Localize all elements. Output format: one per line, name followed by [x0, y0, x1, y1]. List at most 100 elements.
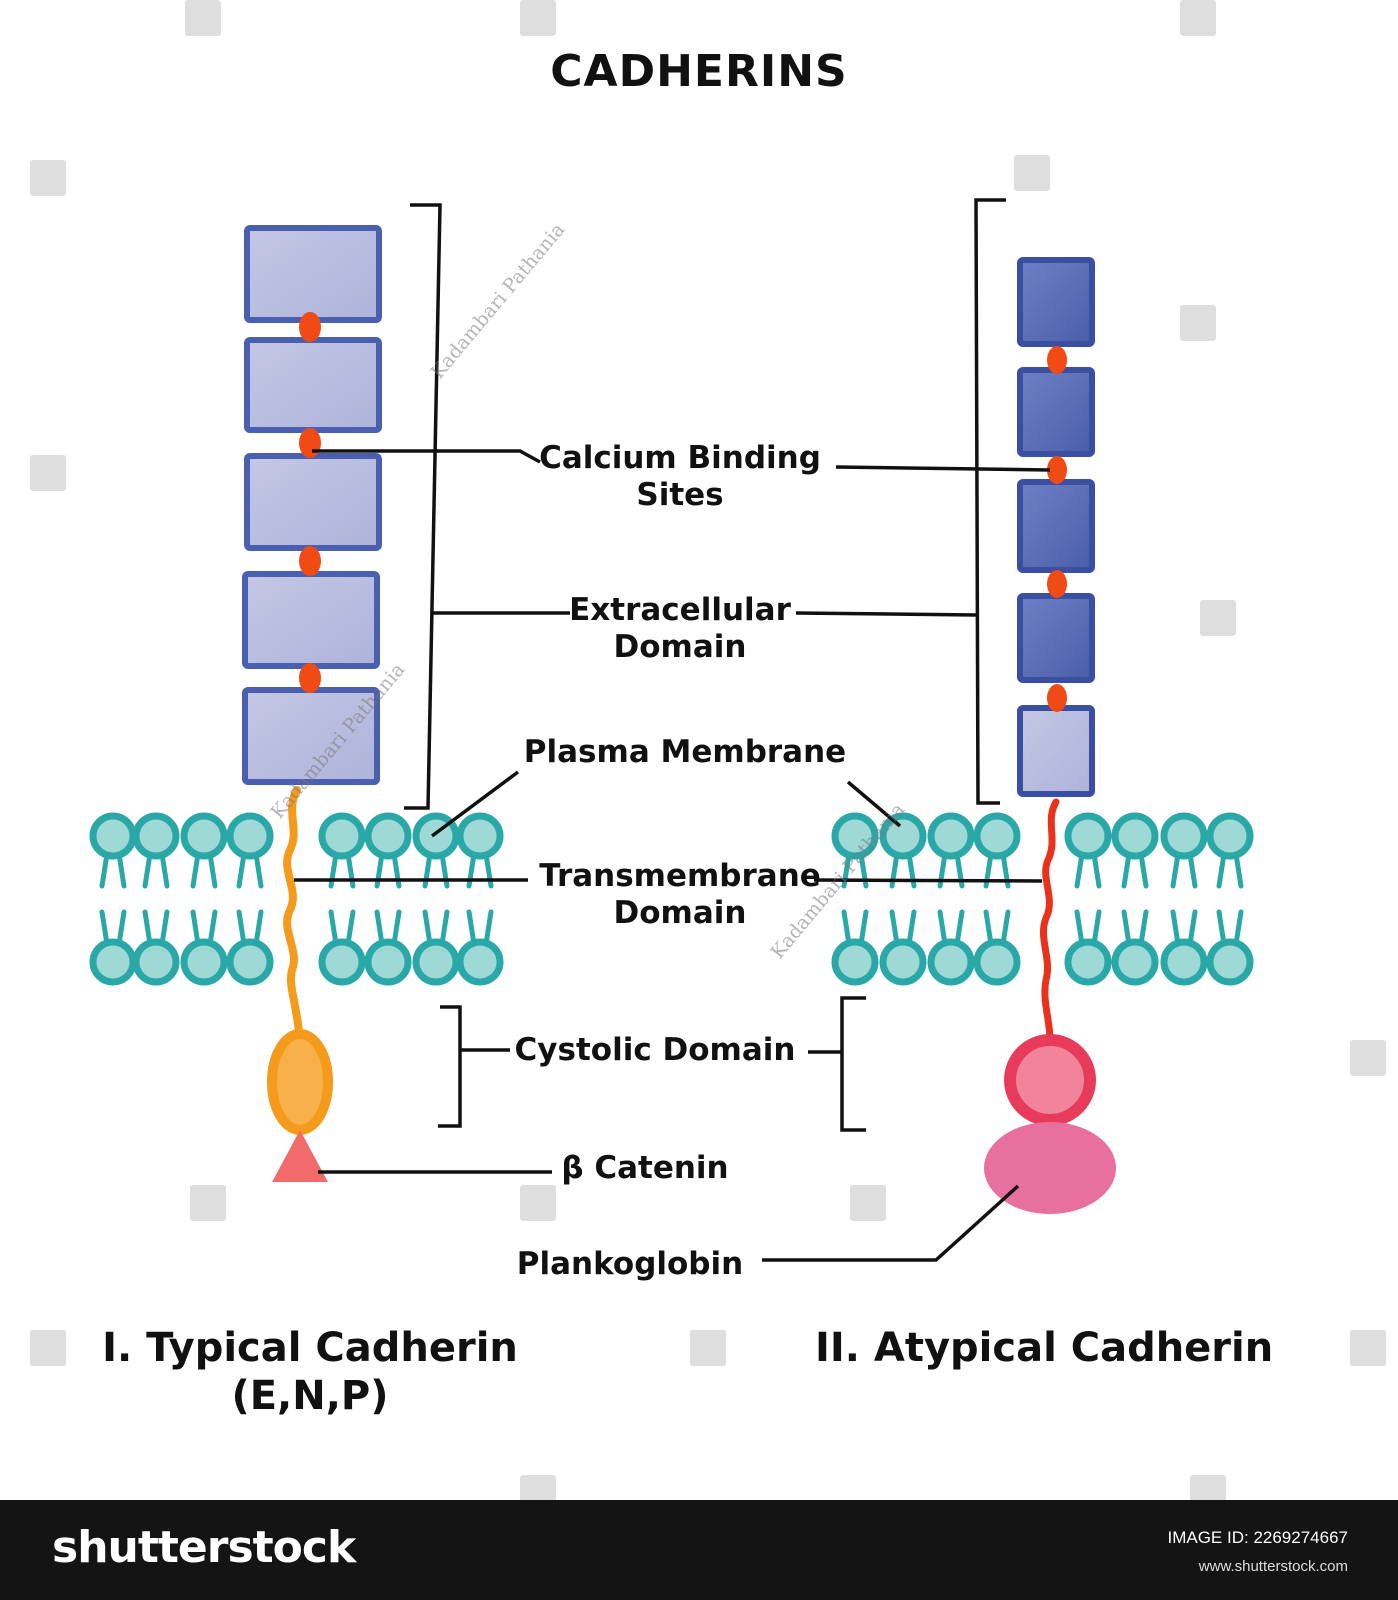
cadherin-diagram [30, 0, 1386, 1500]
phospholipid [364, 909, 412, 986]
lipid-tail [983, 909, 1011, 947]
lipid-tail [1216, 909, 1244, 947]
lipid-tail [466, 909, 494, 947]
atypical-calcium-site [1047, 346, 1067, 374]
lipid-head [879, 812, 927, 860]
brand-logo: shutterstock [52, 1522, 356, 1573]
typical-transmembrane-tail [283, 786, 304, 1044]
typical-ec-domain-box [244, 337, 382, 433]
lipid-head [226, 812, 274, 860]
lipid-head [318, 812, 366, 860]
membrane-leader-left [430, 770, 520, 838]
typical-calcium-site [299, 428, 321, 458]
watermark-square [1014, 155, 1050, 191]
atypical-cadherin-caption: II. Atypical Cadherin [815, 1325, 1274, 1371]
phospholipid [318, 909, 366, 986]
lipid-head [1111, 812, 1159, 860]
lipid-tail [1170, 851, 1198, 889]
lipid-tail [190, 851, 218, 889]
phospholipid [180, 812, 228, 889]
watermark-square [520, 1475, 556, 1500]
phospholipid [180, 909, 228, 986]
phospholipid [1111, 909, 1159, 986]
membrane-leader-right [846, 780, 902, 828]
atypical-transmembrane-tail [1039, 798, 1060, 1044]
typical-cadherin-structure [242, 225, 382, 1182]
lipid-tail [236, 851, 264, 889]
lipid-tail [328, 909, 356, 947]
lipid-head [973, 812, 1021, 860]
plankoglobin-label: Plankoglobin [516, 1246, 744, 1282]
lipid-tail [1121, 909, 1149, 947]
lipid-head [1206, 812, 1254, 860]
phospholipid [364, 812, 412, 889]
lipid-tail [1074, 851, 1102, 889]
watermark-square [520, 0, 556, 36]
watermark-square [1350, 1040, 1386, 1076]
beta-catenin-shape [272, 1130, 328, 1182]
lipid-tail [1074, 909, 1102, 947]
typical-cadherin-caption: I. Typical Cadherin (E,N,P) [102, 1325, 518, 1419]
watermark-square [30, 455, 66, 491]
lipid-head [318, 938, 366, 986]
typical-cyto-bracket [438, 1005, 462, 1128]
typical-calcium-site [299, 312, 321, 342]
typical-ec-bracket [404, 203, 442, 810]
lipid-head [364, 938, 412, 986]
lipid-head [1111, 938, 1159, 986]
watermark-square [1190, 1475, 1226, 1500]
lipid-head [831, 812, 879, 860]
calcium-leader-right [835, 465, 1051, 472]
transmembrane-leader-right [813, 878, 1043, 883]
phospholipid [1160, 812, 1208, 889]
lipid-head [1160, 938, 1208, 986]
watermark-square [1350, 1330, 1386, 1366]
lipid-head [1206, 938, 1254, 986]
watermark-square [185, 0, 221, 36]
phospholipid [89, 909, 137, 986]
atypical-calcium-site [1047, 684, 1067, 712]
lipid-head [1160, 812, 1208, 860]
lipid-head [364, 812, 412, 860]
phospholipid [973, 909, 1021, 986]
phospholipid [412, 812, 460, 889]
lipid-head [927, 938, 975, 986]
page-title: CADHERINS [550, 46, 848, 97]
lipid-head [132, 812, 180, 860]
phospholipid [412, 909, 460, 986]
phospholipid [927, 909, 975, 986]
phospholipid [318, 812, 366, 889]
lipid-tail [99, 909, 127, 947]
atypical-cadherin-structure [984, 257, 1116, 1214]
lipid-head [973, 938, 1021, 986]
typical-calcium-site [299, 546, 321, 576]
phospholipid [1160, 909, 1208, 986]
watermark-square [190, 1185, 226, 1221]
lipid-tail [1216, 851, 1244, 889]
lipid-tail [142, 851, 170, 889]
image-id-text: IMAGE ID: 2269274667 [1167, 1528, 1348, 1547]
lipid-head [1064, 812, 1112, 860]
lipid-tail [142, 909, 170, 947]
lipid-head [180, 938, 228, 986]
lipid-tail [1121, 851, 1149, 889]
watermark-square [690, 1330, 726, 1366]
label-leader-lines [294, 198, 1051, 1262]
atypical-ec-domain-box [1017, 257, 1095, 347]
plasma-membrane-label: Plasma Membrane [523, 734, 847, 770]
atypical-cytosolic-domain [1004, 1034, 1096, 1126]
atypical-ec-domain-box [1017, 479, 1095, 573]
watermark-square [1200, 600, 1236, 636]
phospholipid [1206, 812, 1254, 889]
plankoglobin-leader [762, 1184, 1020, 1262]
typical-cytosolic-domain [267, 1029, 333, 1135]
lipid-tail [374, 909, 402, 947]
phospholipid [1111, 812, 1159, 889]
lipid-head [89, 812, 137, 860]
extracellular-domain-label: Extracellular Domain [569, 592, 791, 666]
phospholipid [456, 909, 504, 986]
watermark-square [1180, 305, 1216, 341]
typical-ec-domain-box [244, 225, 382, 323]
phospholipid [89, 812, 137, 889]
calcium-binding-sites-label: Calcium Binding Sites [539, 440, 821, 514]
